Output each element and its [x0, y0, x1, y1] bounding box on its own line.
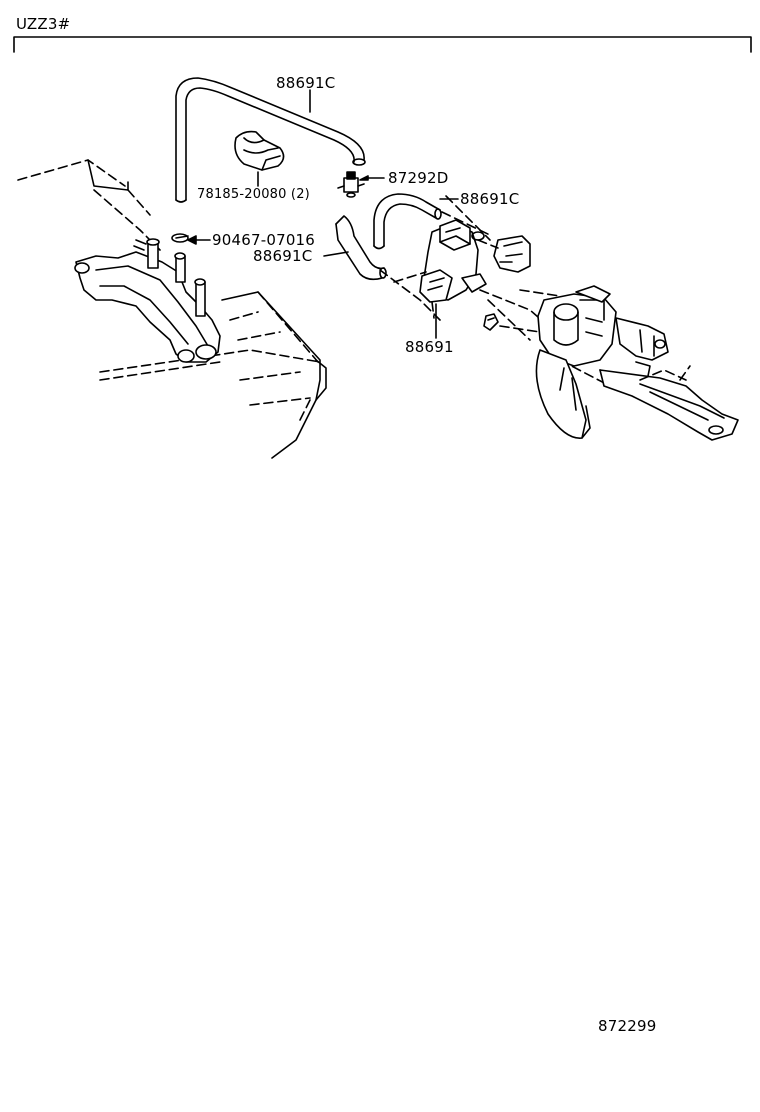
- intake-bracket: [74, 238, 221, 363]
- frame-bracket: [13, 36, 752, 53]
- callout-88691c-lower: 88691C: [253, 247, 313, 265]
- bolt-small: [483, 313, 499, 331]
- hose-88691c-middle: [373, 193, 442, 250]
- hose-88691c-top: [175, 77, 366, 203]
- model-code: UZZ3#: [16, 15, 71, 33]
- leader-lines: [187, 89, 459, 339]
- callout-87292d: 87292D: [388, 169, 449, 187]
- diagram-number: 872299: [598, 1017, 657, 1035]
- engine-body-outline: [17, 159, 327, 459]
- callout-88691c-middle: 88691C: [460, 190, 520, 208]
- clamp-78185: [234, 130, 285, 171]
- callout-88691c-top: 88691C: [276, 74, 336, 92]
- callout-90467-07016: 90467-07016: [212, 231, 316, 249]
- actuator-assembly: [535, 285, 739, 441]
- washer-90467: [171, 233, 189, 243]
- valve-87292d: [337, 171, 365, 198]
- callout-78185-20080: 78185-20080 (2): [197, 187, 310, 202]
- vsv-88691: [419, 195, 531, 303]
- callout-88691: 88691: [405, 338, 454, 356]
- hose-88691c-lower: [335, 215, 387, 281]
- leader-88691c-lower: [323, 251, 349, 257]
